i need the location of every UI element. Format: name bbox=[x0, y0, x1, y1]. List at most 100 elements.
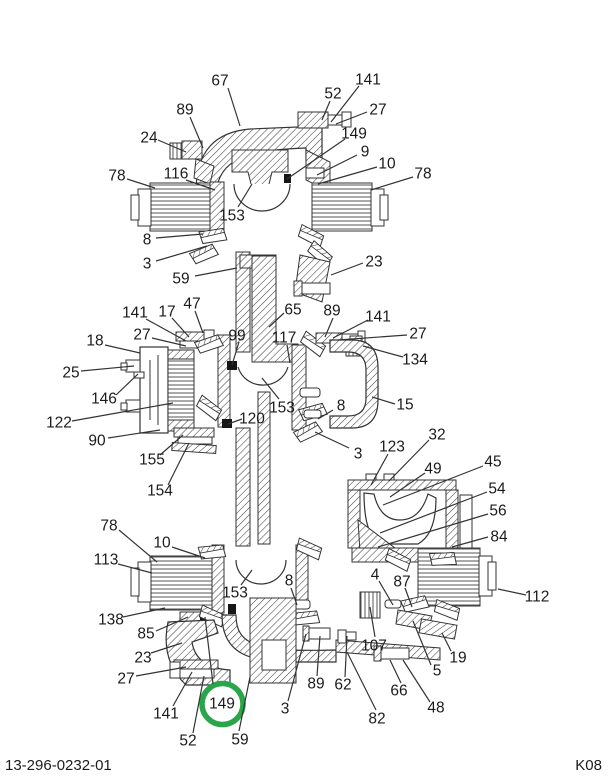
leader-line bbox=[172, 671, 193, 707]
leader-line bbox=[171, 317, 190, 338]
spline-hub-left bbox=[149, 182, 211, 232]
callout-107: 107 bbox=[361, 606, 387, 655]
callout-123: 123 bbox=[370, 439, 405, 486]
callout-65: 65 bbox=[268, 302, 302, 328]
callout-label: 153 bbox=[269, 400, 295, 417]
callout-84: 84 bbox=[451, 529, 508, 548]
hub-cap-end bbox=[487, 561, 497, 591]
leader-line bbox=[287, 633, 307, 702]
leader-line bbox=[388, 439, 430, 482]
bracket-top-plate bbox=[347, 479, 457, 491]
callout-label: 24 bbox=[140, 130, 158, 147]
leader-line bbox=[317, 409, 334, 420]
leader-line bbox=[316, 154, 358, 176]
callout-23: 23 bbox=[134, 642, 183, 667]
callout-label: 52 bbox=[324, 86, 341, 103]
callout-112: 112 bbox=[497, 588, 550, 606]
callout-8: 8 bbox=[285, 573, 298, 606]
callout-label: 112 bbox=[525, 589, 550, 606]
leader-line bbox=[194, 310, 204, 334]
callout-52: 52 bbox=[321, 86, 342, 121]
leader-line bbox=[317, 166, 378, 185]
leader-line bbox=[80, 365, 135, 372]
callout-label: 49 bbox=[424, 461, 441, 478]
callout-89: 89 bbox=[307, 635, 325, 693]
callout-label: 90 bbox=[88, 433, 106, 450]
leader-line bbox=[155, 245, 208, 262]
leader-line bbox=[497, 588, 527, 596]
leader-line bbox=[389, 472, 426, 498]
callout-153: 153 bbox=[261, 377, 295, 417]
hub-cap-end bbox=[379, 194, 389, 221]
callout-24: 24 bbox=[140, 130, 187, 153]
leader-line bbox=[192, 675, 205, 734]
callout-78: 78 bbox=[370, 166, 432, 191]
callout-label: 117 bbox=[272, 330, 297, 347]
bolt-shaft bbox=[345, 631, 357, 641]
callout-label: 27 bbox=[409, 326, 426, 343]
leader-line bbox=[135, 666, 187, 677]
washer bbox=[293, 280, 303, 297]
callout-label: 138 bbox=[98, 612, 124, 629]
vertical-shaft bbox=[257, 391, 271, 545]
callout-48: 48 bbox=[402, 659, 445, 717]
callout-52: 52 bbox=[179, 675, 205, 750]
callout-label: 15 bbox=[396, 397, 413, 414]
hub-cap-end bbox=[130, 194, 140, 221]
callout-label: 67 bbox=[211, 73, 228, 90]
callout-120: 120 bbox=[227, 411, 265, 428]
callout-78: 78 bbox=[108, 168, 156, 189]
callout-117: 117 bbox=[272, 330, 297, 364]
leader-line bbox=[204, 616, 214, 685]
callout-134: 134 bbox=[362, 345, 428, 369]
leader-line bbox=[189, 116, 204, 149]
callout-label: 141 bbox=[355, 72, 381, 89]
leader-line bbox=[377, 513, 489, 548]
leader-line bbox=[104, 344, 141, 354]
callout-label: 10 bbox=[378, 156, 396, 173]
callout-label: 4 bbox=[371, 567, 380, 584]
leader-line bbox=[227, 418, 243, 425]
callout-label: 9 bbox=[361, 144, 370, 161]
leader-line bbox=[286, 138, 346, 180]
callout-label: 48 bbox=[427, 700, 444, 717]
callout-45: 45 bbox=[382, 454, 502, 506]
washer bbox=[373, 645, 382, 662]
callout-label: 155 bbox=[139, 452, 165, 469]
leader-line bbox=[412, 620, 432, 666]
callout-label: 99 bbox=[228, 328, 245, 345]
hub-cap bbox=[137, 188, 152, 227]
vertical-shaft bbox=[235, 251, 251, 353]
callout-47: 47 bbox=[183, 296, 204, 334]
bottom-differential-assembly bbox=[130, 537, 497, 686]
leader-line bbox=[389, 659, 402, 684]
callout-90: 90 bbox=[88, 429, 161, 450]
callout-89: 89 bbox=[176, 102, 204, 149]
callout-4: 4 bbox=[371, 567, 394, 606]
leader-line bbox=[370, 176, 414, 191]
callout-27: 27 bbox=[337, 326, 427, 343]
callout-32: 32 bbox=[388, 427, 446, 482]
callout-15: 15 bbox=[371, 396, 414, 414]
seal bbox=[228, 604, 236, 614]
callout-17: 17 bbox=[158, 304, 190, 338]
callout-label: 18 bbox=[86, 333, 103, 350]
callout-146: 146 bbox=[91, 373, 139, 408]
hub-cap-end bbox=[130, 567, 140, 597]
callout-label: 27 bbox=[133, 327, 150, 344]
callout-10: 10 bbox=[153, 535, 206, 559]
leader-line bbox=[330, 262, 364, 276]
bracket-wall bbox=[445, 489, 459, 549]
callout-27: 27 bbox=[133, 327, 187, 347]
callout-label: 62 bbox=[334, 677, 351, 694]
helical-gear-65 bbox=[251, 255, 299, 363]
callout-label: 47 bbox=[183, 296, 200, 313]
leader-line bbox=[155, 233, 204, 239]
leader-line bbox=[150, 642, 183, 654]
callout-23: 23 bbox=[330, 254, 383, 276]
leader-line bbox=[344, 635, 348, 678]
side-plate bbox=[418, 618, 458, 640]
callout-label: 54 bbox=[488, 481, 506, 498]
callout-99: 99 bbox=[228, 328, 246, 366]
leader-line bbox=[369, 606, 376, 638]
